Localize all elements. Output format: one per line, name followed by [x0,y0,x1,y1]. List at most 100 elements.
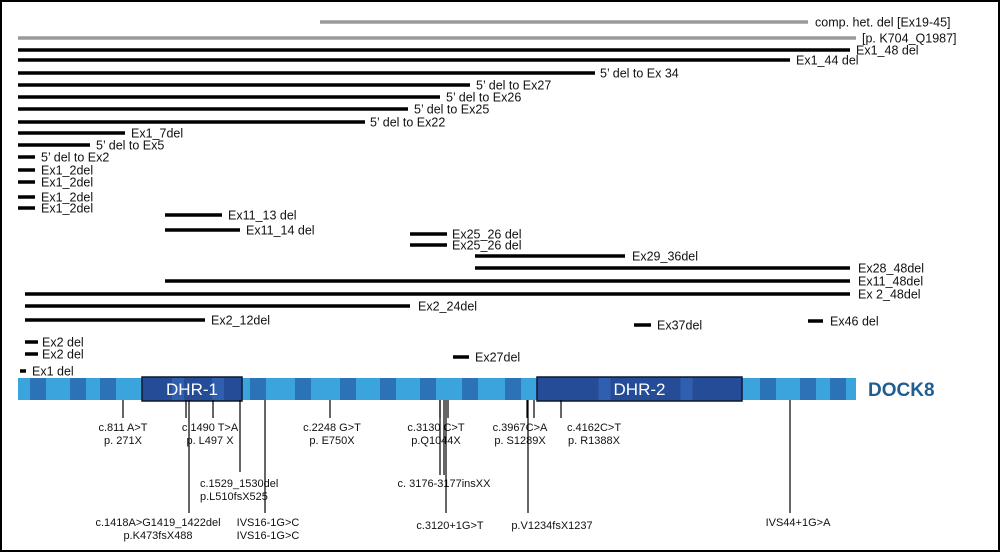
mutation-item: c.4162C>Tp. R1388X [560,400,621,447]
deletion-item: Ex2 del [25,336,84,350]
deletion-item: Ex2 del [25,348,84,362]
domain-label: DHR-2 [614,380,666,399]
mutation-label: p.Q1044X [411,435,461,447]
mutation-label: p. 271X [104,435,143,447]
mutation-label: IVS16-1G>C [237,517,300,529]
mutation-label: c.3120+1G>T [416,520,484,532]
exon-segment [340,378,356,400]
deletion-item: Ex11_13 del [165,209,297,223]
deletion-item: 5’ del to Ex5 [18,139,164,153]
deletion-label: 5’ del to Ex 34 [600,67,679,81]
mutation-label: c.1418A>G1419_1422del [95,517,220,529]
deletion-label: Ex1_2del [41,202,93,216]
deletion-item: Ex11_14 del [165,224,315,238]
deletion-label: Ex2 del [42,336,84,350]
domain-box [536,376,743,402]
exon-segment [380,378,396,400]
deletion-label: Ex29_36del [632,250,698,264]
deletion-item: Ex1_48 del [18,44,919,58]
deletion-item: Ex2_24del [25,300,477,314]
deletion-bars: comp. het. del [Ex19-45][p. K704_Q1987]E… [18,16,957,379]
deletion-item: Ex 2_48del [25,288,921,302]
mutation-item: c.3120+1G>T [416,400,484,532]
mutation-item: c. 3176-3177insXX [398,400,491,490]
domain-box [141,376,243,402]
exon-segment [70,378,86,400]
deletion-label: Ex1_48 del [856,44,919,58]
deletion-item: 5’ del to Ex2 [18,151,109,165]
deletion-label: Ex1_44 del [796,54,859,68]
deletion-item: Ex46 del [808,315,879,329]
deletion-item: Ex1_2del [18,164,93,178]
deletion-label: Ex28_48del [858,262,924,276]
deletion-item: [p. K704_Q1987] [18,32,957,46]
deletion-label: Ex2 del [42,348,84,362]
mutation-label: p. E750X [309,435,355,447]
mutation-item: IVS44+1G>A [766,400,831,529]
deletion-item: Ex1_44 del [18,54,859,68]
deletion-item: Ex28_48del [475,262,924,276]
deletion-label: 5’ del to Ex26 [446,91,521,105]
exon-segment [295,378,311,400]
exon-segment [100,378,116,400]
deletion-item: 5’ del to Ex27 [18,79,551,93]
mutation-label: c.1490 T>A [182,422,239,434]
deletion-label: Ex 2_48del [858,288,921,302]
deletion-item: Ex27del [453,351,520,365]
deletion-label: Ex37del [657,319,702,333]
exon-segment [800,378,816,400]
deletion-label: Ex25_26 del [452,239,522,253]
deletion-item: Ex25_26 del [410,228,522,242]
exon-segment [462,378,478,400]
deletion-label: Ex2_24del [418,300,477,314]
domain-shade [680,378,693,400]
deletion-item: Ex1_7del [18,127,183,141]
domain-2: DHR-2 [536,376,743,402]
mutation-label: c.3130 C>T [407,422,464,434]
deletion-label: Ex11_14 del [246,224,315,238]
deletion-label: comp. het. del [Ex19-45] [815,16,951,30]
exon-segment [420,378,436,400]
deletion-item: comp. het. del [Ex19-45] [320,16,951,30]
mutation-label: c.811 A>T [98,422,147,434]
deletion-item: Ex29_36del [475,250,698,264]
gene-exon-segments [30,378,846,400]
mutation-label: p.K473fsX488 [123,530,192,542]
deletion-item: Ex37del [634,319,702,333]
mutation-label: p. L497 X [186,435,234,447]
mutation-label: c.2248 G>T [303,422,361,434]
domain-1: DHR-1 [141,376,243,402]
mutation-label: p. R1388X [568,435,621,447]
deletion-label: Ex1_2del [41,164,93,178]
exon-segment [760,378,776,400]
deletion-item: Ex1_2del [18,176,93,190]
deletion-label: Ex2_12del [211,314,270,328]
deletion-item: 5’ del to Ex 34 [18,67,679,81]
deletion-label: Ex1_2del [41,176,93,190]
domain-shade [212,378,224,400]
deletion-item: Ex2_12del [25,314,270,328]
deletion-label: 5’ del to Ex27 [476,79,551,93]
deletion-label: 5’ del to Ex22 [370,116,445,130]
mutation-label: c.3967C>A [493,422,548,434]
domain-label: DHR-1 [166,380,218,399]
deletion-label: Ex46 del [830,315,879,329]
deletion-label: Ex27del [475,351,520,365]
domain-shade [172,378,184,400]
domain-shade [598,378,611,400]
deletion-label: Ex11_13 del [228,209,297,223]
deletion-item: 5’ del to Ex22 [18,116,445,130]
deletion-item: 5’ del to Ex25 [18,103,489,117]
point-mutations: c.811 A>Tp. 271X c.1490 T>Ap. L497 Xc.152… [95,400,831,542]
deletion-item: Ex1 del [20,365,74,379]
deletion-label: Ex25_26 del [452,228,522,242]
mutation-label: IVS44+1G>A [766,517,831,529]
mutation-label: IVS16-1G>C [237,530,300,542]
exon-segment [505,378,521,400]
